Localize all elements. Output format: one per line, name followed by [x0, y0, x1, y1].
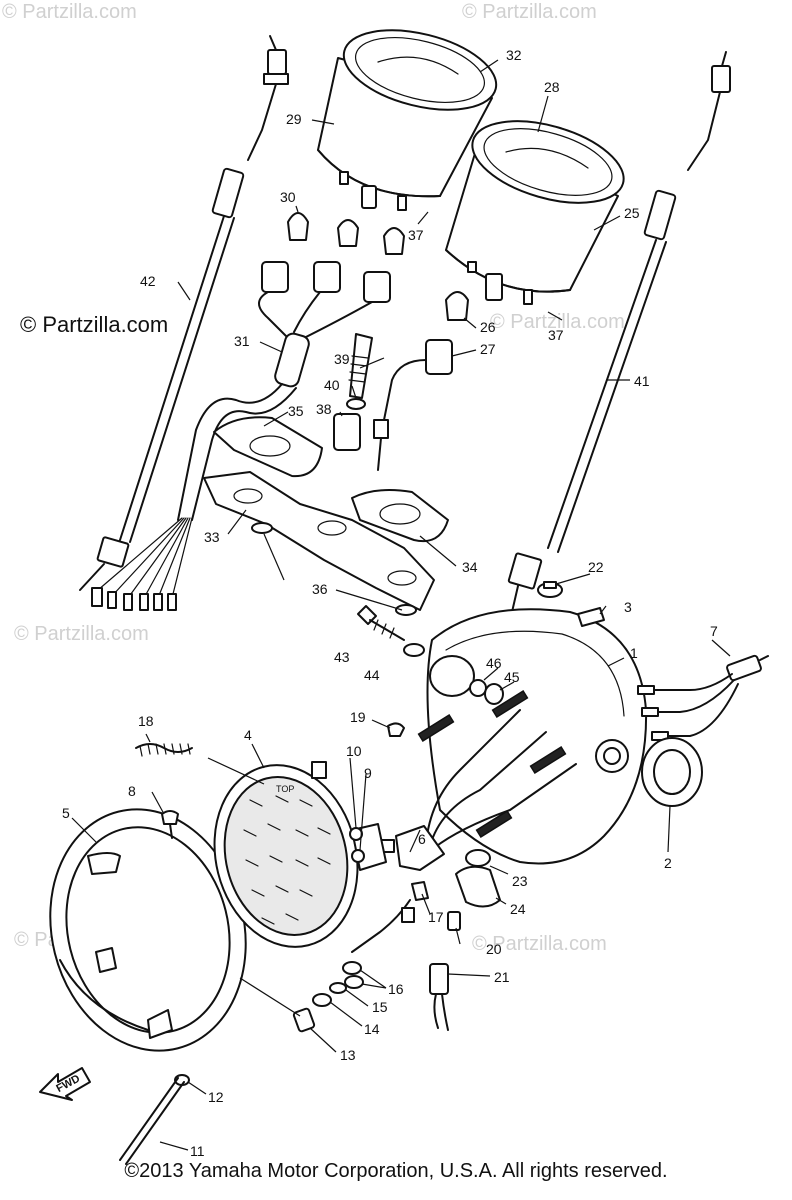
- callout-42: 42: [140, 273, 156, 289]
- grommet: [641, 737, 703, 807]
- callout-40: 40: [324, 377, 340, 393]
- callout-45: 45: [504, 669, 520, 685]
- callout-20: 20: [486, 941, 502, 957]
- speedometer-gauge: [317, 29, 498, 211]
- meter-bulbs: [287, 212, 469, 321]
- callout-16: 16: [388, 981, 404, 997]
- watermark-mid-right: © Partzilla.com: [490, 311, 625, 333]
- callout-17: 17: [428, 909, 444, 925]
- headlight-rim: [49, 808, 247, 1052]
- tachometer-cable: [79, 35, 289, 591]
- watermark-low-right: © Partzilla.com: [472, 933, 607, 955]
- callout-37-lower: 37: [548, 327, 564, 343]
- small-hardware: [119, 722, 461, 1165]
- callout-9: 9: [364, 765, 372, 781]
- callout-4: 4: [244, 727, 252, 743]
- bulb-sockets: [261, 261, 453, 471]
- meter-wire-harness: [91, 291, 373, 611]
- callout-43: 43: [334, 649, 350, 665]
- callout-2: 2: [664, 855, 672, 871]
- watermark-mid-left: © Partzilla.com: [14, 623, 149, 645]
- callout-33: 33: [204, 529, 220, 545]
- watermark-top-left: © Partzilla.com: [2, 1, 137, 23]
- callout-23: 23: [512, 873, 528, 889]
- callout-10: 10: [346, 743, 362, 759]
- callout-12: 12: [208, 1089, 224, 1105]
- callout-37-upper: 37: [408, 227, 424, 243]
- watermark-main: © Partzilla.com: [20, 312, 168, 337]
- callout-7: 7: [710, 623, 718, 639]
- callout-32: 32: [506, 47, 522, 63]
- callout-22: 22: [588, 559, 604, 575]
- callout-24: 24: [510, 901, 526, 917]
- callout-27: 27: [480, 341, 496, 357]
- case-wiring: [379, 690, 577, 871]
- case-cover-parts: [357, 605, 501, 908]
- headlight-top-mark: TOP: [276, 784, 294, 794]
- callout-15: 15: [372, 999, 388, 1015]
- callout-3: 3: [624, 599, 632, 615]
- headlight-case: [426, 581, 648, 865]
- callout-41: 41: [634, 373, 650, 389]
- callout-labels: 32 29 28 25 30 37 26 27 37 31 39 40 38 3…: [62, 47, 718, 1159]
- cord-assembly: [637, 654, 769, 741]
- leader-lines: [71, 59, 731, 1151]
- callout-46: 46: [486, 655, 502, 671]
- tachometer-gauge: [445, 120, 625, 305]
- copyright-notice: ©2013 Yamaha Motor Corporation, U.S.A. A…: [124, 1160, 668, 1182]
- callout-26: 26: [480, 319, 496, 335]
- watermark-group: © Partzilla.com © Partzilla.com © Partzi…: [2, 1, 625, 955]
- meter-bracket-assembly: [203, 333, 449, 616]
- callout-28: 28: [544, 79, 560, 95]
- callout-35: 35: [288, 403, 304, 419]
- watermark-top-right: © Partzilla.com: [462, 1, 597, 23]
- callout-38: 38: [316, 401, 332, 417]
- speedometer-cable: [507, 51, 731, 613]
- forward-direction-arrow: FWD: [39, 1067, 91, 1101]
- callout-13: 13: [340, 1047, 356, 1063]
- callout-14: 14: [364, 1021, 380, 1037]
- callout-18: 18: [138, 713, 154, 729]
- callout-8: 8: [128, 783, 136, 799]
- callout-21: 21: [494, 969, 510, 985]
- callout-6: 6: [418, 831, 426, 847]
- callout-1: 1: [630, 645, 638, 661]
- callout-11: 11: [190, 1143, 205, 1159]
- callout-31: 31: [234, 333, 250, 349]
- callout-25: 25: [624, 205, 640, 221]
- callout-34: 34: [462, 559, 478, 575]
- callout-5: 5: [62, 805, 70, 821]
- callout-30: 30: [280, 189, 296, 205]
- callout-36: 36: [312, 581, 328, 597]
- callout-44: 44: [364, 667, 380, 683]
- callout-19: 19: [350, 709, 366, 725]
- callout-29: 29: [286, 111, 302, 127]
- callout-39: 39: [334, 351, 350, 367]
